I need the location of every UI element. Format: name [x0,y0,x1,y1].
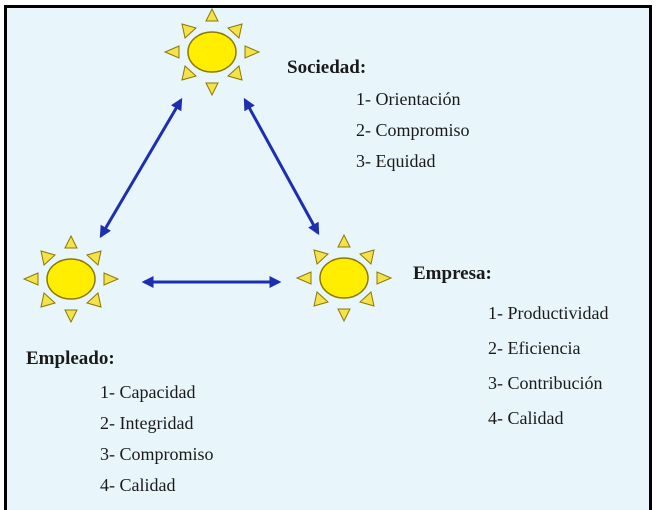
node-title: Sociedad: [287,57,367,78]
list-item: 2- Eficiencia [488,338,581,358]
list-item: 2- Integridad [100,413,194,433]
sun-icon [296,234,392,322]
node-item-list: 1- Productividad 2- Eficiencia 3- Contri… [488,296,608,436]
sun-icon [23,235,119,323]
list-item: 4- Calidad [100,475,176,495]
list-item: 1- Orientación [356,89,461,109]
node-employee: Empleado: 1- Capacidad 2- Integridad 3- … [26,347,214,501]
node-item-list: 1- Orientación 2- Compromiso 3- Equidad [356,84,470,177]
sun-icon-company [296,234,392,322]
sun-icon-society [164,8,260,96]
list-item: 3- Compromiso [100,444,214,464]
node-title: Empleado: [26,348,115,369]
sun-icon [164,8,260,96]
sun-icon-employee [23,235,119,323]
arrow-society-company [243,97,320,236]
node-company: Empresa: 1- Productividad 2- Eficiencia … [413,262,608,436]
list-item: 2- Compromiso [356,120,470,140]
node-item-list: 1- Capacidad 2- Integridad 3- Compromiso… [100,377,214,501]
node-society: Sociedad: 1- Orientación 2- Compromiso 3… [287,56,470,177]
list-item: 3- Contribución [488,373,603,393]
list-item: 4- Calidad [488,408,564,428]
list-item: 3- Equidad [356,151,436,171]
node-title: Empresa: [413,263,492,284]
list-item: 1- Productividad [488,303,609,323]
list-item: 1- Capacidad [100,382,196,402]
diagram-frame [4,5,652,510]
arrow-society-employee [99,97,183,239]
